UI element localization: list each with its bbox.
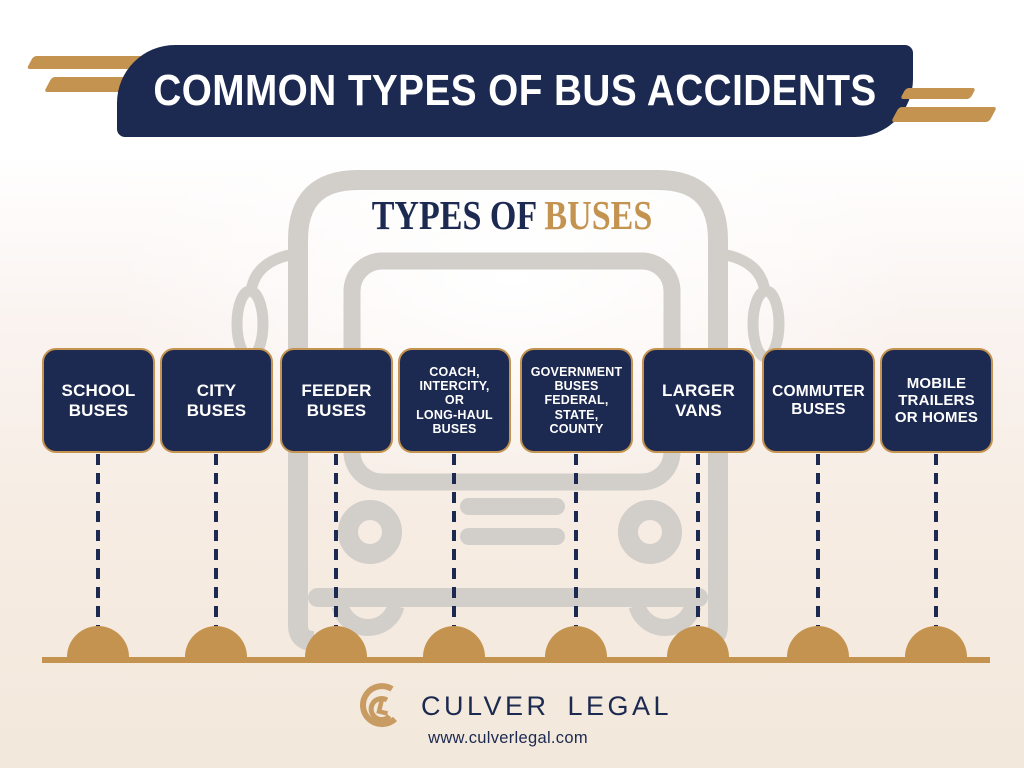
dashed-connector: [214, 454, 218, 628]
bus-type-box-school: SCHOOL BUSES: [42, 348, 155, 453]
culver-legal-monogram-icon: [360, 683, 398, 728]
diagram-title: TYPES OF BUSES: [87, 191, 937, 239]
dashed-connector: [574, 454, 578, 628]
dashed-connector: [696, 454, 700, 628]
website-url: www.culverlegal.com: [428, 729, 588, 747]
bus-type-label: SCHOOL BUSES: [61, 381, 136, 420]
diagram-title-accent: BUSES: [544, 192, 653, 238]
bus-type-label: MOBILE TRAILERS OR HOMES: [894, 374, 979, 427]
bus-type-label: GOVERNMENT BUSES FEDERAL, STATE, COUNTY: [530, 364, 623, 436]
dashed-connector: [96, 454, 100, 628]
bus-type-box-commuter: COMMUTER BUSES: [762, 348, 875, 453]
bus-type-box-city: CITY BUSES: [160, 348, 273, 453]
bus-type-box-coach: COACH, INTERCITY, OR LONG-HAUL BUSES: [398, 348, 511, 453]
dashed-connector: [334, 454, 338, 628]
bus-type-box-mobile-trailers: MOBILE TRAILERS OR HOMES: [880, 348, 993, 453]
header-banner: COMMON TYPES OF BUS ACCIDENTS: [117, 45, 913, 137]
bus-type-box-larger-vans: LARGER VANS: [642, 348, 755, 453]
dashed-connector: [452, 454, 456, 628]
brand-name: CULVER LEGAL: [421, 691, 673, 721]
diagram-title-primary: TYPES OF: [371, 192, 536, 238]
bus-type-label: LARGER VANS: [662, 381, 735, 420]
bus-type-label: CITY BUSES: [186, 381, 247, 420]
dashed-connector: [816, 454, 820, 628]
bus-type-box-government: GOVERNMENT BUSES FEDERAL, STATE, COUNTY: [520, 348, 633, 453]
ground-line: [42, 657, 990, 663]
page-title: COMMON TYPES OF BUS ACCIDENTS: [153, 66, 877, 115]
dashed-connector: [934, 454, 938, 628]
bus-type-box-feeder: FEEDER BUSES: [280, 348, 393, 453]
bus-type-label: COACH, INTERCITY, OR LONG-HAUL BUSES: [416, 364, 493, 436]
bus-type-label: FEEDER BUSES: [301, 381, 372, 420]
bus-type-label: COMMUTER BUSES: [772, 382, 865, 418]
